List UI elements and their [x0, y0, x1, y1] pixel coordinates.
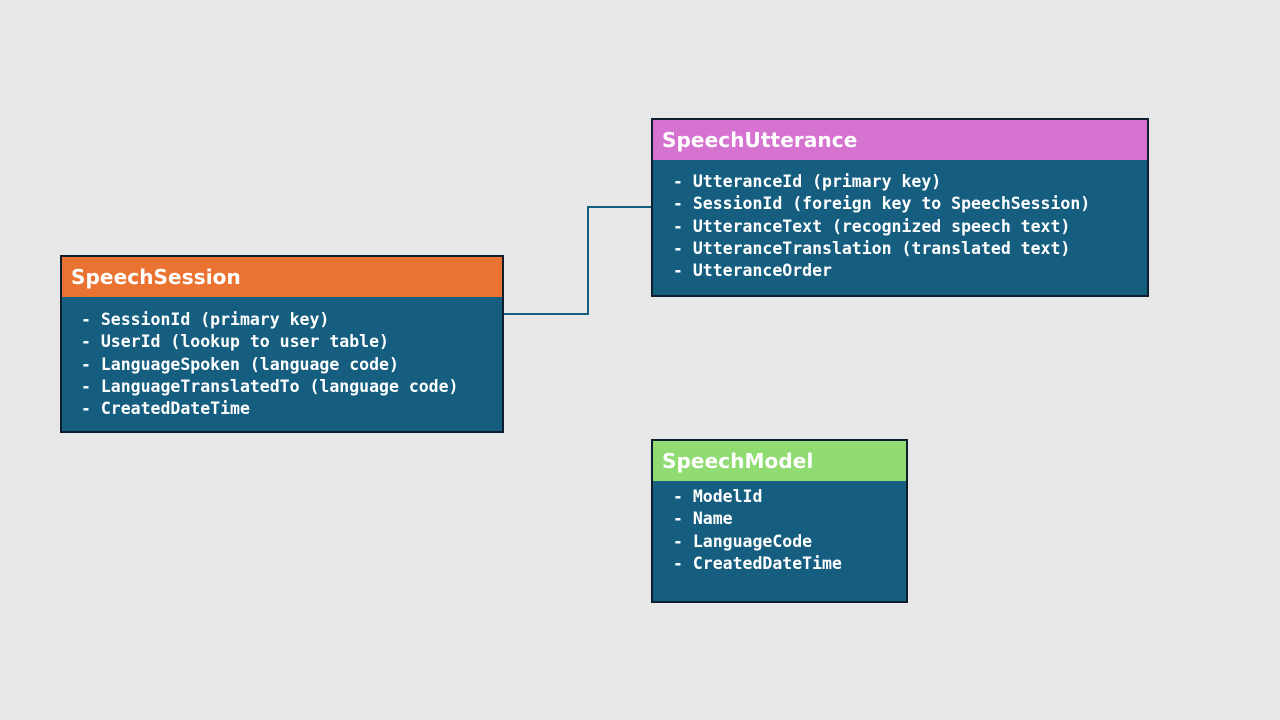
field-item: - LanguageSpoken (language code) — [81, 354, 399, 374]
field-list: - ModelId - Name - LanguageCode - Create… — [653, 481, 906, 575]
entity-title: SpeechSession — [62, 257, 502, 297]
field-item: - LanguageTranslatedTo (language code) — [81, 376, 459, 396]
field-item: - UserId (lookup to user table) — [81, 332, 389, 352]
field-item: - UtteranceOrder — [673, 261, 832, 281]
field-item: - LanguageCode — [673, 531, 813, 551]
field-item: - CreatedDateTime — [81, 399, 250, 419]
field-item: - ModelId — [673, 487, 763, 506]
entity-title: SpeechModel — [653, 441, 906, 481]
field-item: - UtteranceText (recognized speech text) — [673, 216, 1071, 236]
entity-speech-model[interactable]: SpeechModel - ModelId - Name - LanguageC… — [651, 439, 908, 603]
field-list: - UtteranceId (primary key) - SessionId … — [653, 160, 1147, 282]
field-list: - SessionId (primary key) - UserId (look… — [62, 297, 502, 420]
field-item: - UtteranceId (primary key) — [673, 172, 942, 191]
field-item: - SessionId (primary key) — [81, 310, 330, 329]
entity-speech-session[interactable]: SpeechSession - SessionId (primary key) … — [60, 255, 504, 433]
field-item: - UtteranceTranslation (translated text) — [673, 238, 1071, 258]
entity-speech-utterance[interactable]: SpeechUtterance - UtteranceId (primary k… — [651, 118, 1149, 297]
field-item: - CreatedDateTime — [673, 553, 842, 573]
session-utterance-link — [504, 206, 651, 315]
entity-title: SpeechUtterance — [653, 120, 1147, 160]
field-item: - Name — [673, 509, 733, 529]
field-item: - SessionId (foreign key to SpeechSessio… — [673, 194, 1091, 214]
